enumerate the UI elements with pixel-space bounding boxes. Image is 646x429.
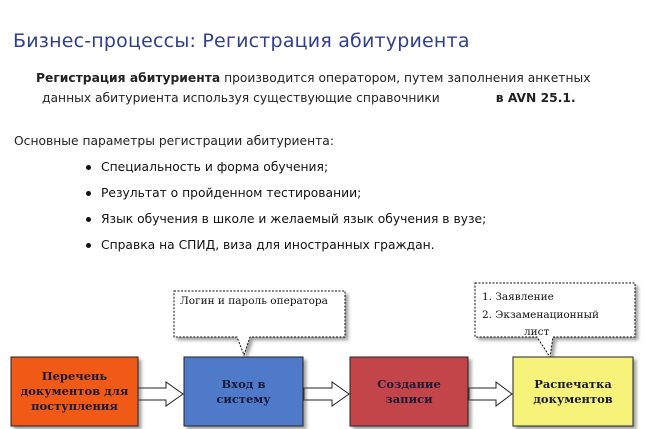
intro-line-2-start: данных абитуриента используя существующи…	[42, 91, 440, 105]
callout-documents: 1. Заявление 2. Экзаменационный лист	[474, 282, 636, 359]
callout-login-text: Логин и пароль оператора	[180, 295, 328, 307]
flow-arrow	[303, 381, 350, 407]
step-documents-list: Перечень документов для поступления	[10, 356, 139, 427]
list-item: Специальность и форма обучения;	[86, 154, 486, 180]
callout-docs-line: лист	[524, 326, 550, 338]
list-item-text: Справка на СПИД, виза для иностранных гр…	[101, 238, 435, 252]
list-item-text: Язык обучения в школе и желаемый язык об…	[101, 212, 487, 226]
bullet-icon	[86, 242, 91, 248]
callout-login: Логин и пароль оператора	[173, 290, 346, 357]
step-label: Создание	[377, 377, 441, 391]
list-item: Язык обучения в школе и желаемый язык об…	[86, 206, 486, 232]
step-label: документов	[533, 392, 613, 406]
step-label: систему	[216, 392, 271, 406]
callout-docs-line: 1. Заявление	[482, 291, 554, 303]
intro-line-1: Регистрация абитуриента производится опе…	[36, 68, 616, 88]
intro-line-2: данных абитуриента используя существующи…	[36, 88, 616, 108]
step-create-record: Создание записи	[349, 356, 469, 427]
step-label: Распечатка	[534, 377, 612, 391]
intro-text: Регистрация абитуриента производится опе…	[36, 68, 616, 108]
step-label: документов для	[21, 384, 129, 398]
bullet-icon	[86, 216, 91, 222]
page-title: Бизнес-процессы: Регистрация абитуриента	[13, 30, 470, 52]
flow-arrow	[137, 381, 184, 407]
intro-line-1-rest: производится оператором, путем заполнени…	[220, 71, 591, 85]
callout-docs-line: 2. Экзаменационный	[482, 309, 599, 321]
step-label: поступления	[31, 399, 118, 413]
list-item: Справка на СПИД, виза для иностранных гр…	[86, 232, 486, 258]
list-item: Результат о пройденном тестировании;	[86, 180, 486, 206]
intro-line-2-end: в AVN 25.1.	[495, 91, 576, 105]
flow-arrow	[468, 381, 513, 407]
step-label: Вход в	[222, 377, 266, 391]
bullet-icon	[86, 164, 91, 170]
step-login: Вход в систему	[183, 356, 304, 427]
intro-bold-lead: Регистрация абитуриента	[36, 71, 221, 85]
step-print-documents: Распечатка документов	[512, 356, 634, 427]
bullet-icon	[86, 190, 91, 196]
list-item-text: Результат о пройденном тестировании;	[101, 186, 362, 200]
step-label: записи	[385, 392, 433, 406]
step-label: Перечень	[42, 369, 108, 383]
params-list: Специальность и форма обучения; Результа…	[86, 154, 486, 258]
params-heading: Основные параметры регистрации абитуриен…	[14, 134, 334, 148]
list-item-text: Специальность и форма обучения;	[101, 160, 329, 174]
